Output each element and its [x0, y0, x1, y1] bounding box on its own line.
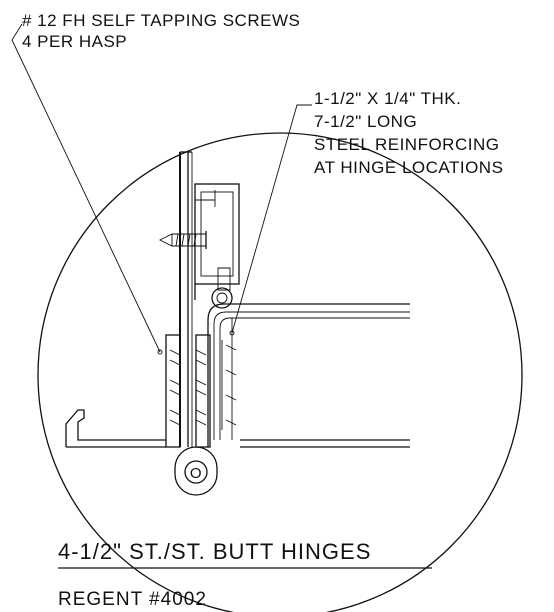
screws-note-line-2: 4 PER HASP: [22, 32, 127, 51]
screws-leader-tick: [157, 349, 163, 355]
reinforcing-note-line-4: AT HINGE LOCATIONS: [314, 158, 503, 177]
hinge-pin-knuckle: [174, 446, 218, 496]
hinge-pin: [184, 460, 208, 484]
caption-subtitle: REGENT #4002: [58, 589, 207, 610]
reinforcing-note-line-1: 1-1/2" X 1/4" THK.: [314, 89, 461, 108]
screws-note-line-1: # 12 FH SELF TAPPING SCREWS: [22, 11, 300, 30]
detail-circle: [37, 132, 523, 612]
door-jamb: [179, 151, 193, 447]
butt-hinge-leaves: [165, 334, 237, 448]
frame-channel-profile: [194, 183, 240, 300]
self-tapping-screw: [158, 231, 207, 249]
reinforcing-note-line-2: 7-1/2" LONG: [314, 112, 417, 131]
caption-title: 4-1/2" ST./ST. BUTT HINGES: [58, 539, 371, 564]
reinforcing-leader-line: [231, 104, 312, 334]
door-leaf: [207, 303, 410, 448]
reinforcing-note-line-3: STEEL REINFORCING: [314, 135, 499, 154]
screws-leader-line: [11, 23, 161, 353]
left-bracket-profile: [65, 409, 166, 448]
hinge-pin-label: O: [190, 465, 202, 482]
hinge-top-knuckle: [211, 287, 233, 309]
